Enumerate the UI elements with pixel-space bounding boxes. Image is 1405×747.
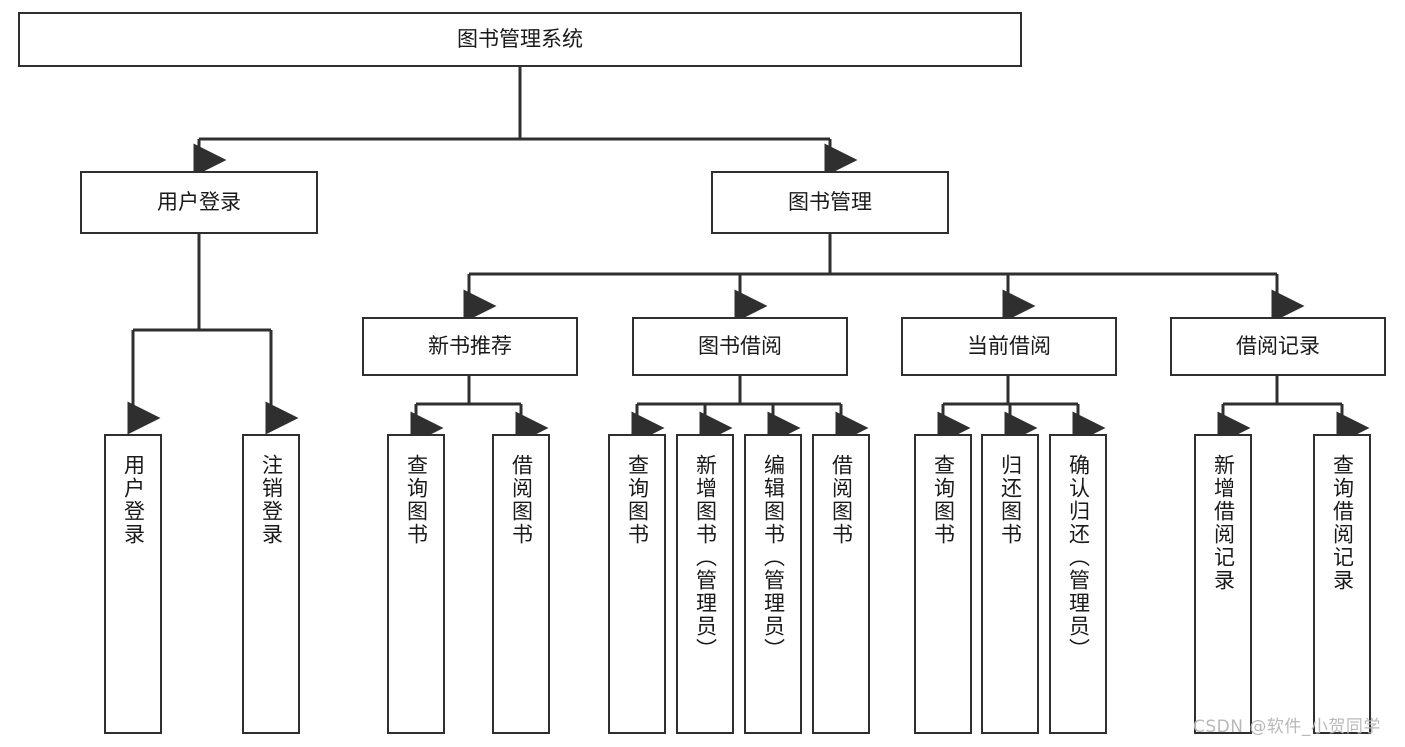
node-label: 查询图书	[404, 454, 429, 546]
node-label: 新增借阅记录	[1211, 454, 1236, 592]
node-label: 查询借阅记录	[1330, 454, 1355, 592]
csdn-watermark: CSDN @软件_小贺同学	[1193, 717, 1381, 737]
node-user-login[interactable]: 用户登录	[80, 171, 318, 234]
leaf-add-book-admin[interactable]: 新增图书（管理员）	[676, 434, 734, 734]
node-root-book-management-system[interactable]: 图书管理系统	[18, 12, 1022, 67]
node-label: 新增图书（管理员）	[693, 454, 718, 661]
node-label: 借阅记录	[1236, 334, 1320, 359]
node-label: 借阅图书	[829, 454, 854, 546]
node-label: 用户登录	[121, 454, 146, 546]
node-label: 确认归还（管理员）	[1066, 454, 1091, 661]
leaf-logout[interactable]: 注销登录	[242, 434, 300, 734]
node-label: 新书推荐	[428, 334, 512, 359]
node-label: 图书管理	[788, 190, 872, 215]
leaf-query-book-borrow[interactable]: 查询图书	[608, 434, 666, 734]
leaf-borrow-book[interactable]: 借阅图书	[812, 434, 870, 734]
node-label: 图书借阅	[698, 334, 782, 359]
leaf-confirm-return-admin[interactable]: 确认归还（管理员）	[1049, 434, 1107, 734]
leaf-user-login[interactable]: 用户登录	[104, 434, 162, 734]
node-label: 查询图书	[625, 454, 650, 546]
leaf-query-book-current[interactable]: 查询图书	[914, 434, 972, 734]
node-current-borrow[interactable]: 当前借阅	[901, 317, 1117, 376]
node-label: 借阅图书	[509, 454, 534, 546]
node-label: 查询图书	[931, 454, 956, 546]
node-label: 用户登录	[157, 190, 241, 215]
node-book-management[interactable]: 图书管理	[711, 171, 949, 234]
node-label: 图书管理系统	[457, 27, 583, 52]
leaf-query-book-recommend[interactable]: 查询图书	[387, 434, 445, 734]
leaf-query-borrow-record[interactable]: 查询借阅记录	[1313, 434, 1371, 734]
leaf-edit-book-admin[interactable]: 编辑图书（管理员）	[744, 434, 802, 734]
leaf-add-borrow-record[interactable]: 新增借阅记录	[1194, 434, 1252, 734]
node-book-borrow[interactable]: 图书借阅	[632, 317, 848, 376]
node-label: 注销登录	[259, 454, 284, 546]
node-label: 当前借阅	[967, 334, 1051, 359]
leaf-return-book[interactable]: 归还图书	[981, 434, 1039, 734]
leaf-borrow-book-recommend[interactable]: 借阅图书	[492, 434, 550, 734]
node-new-book-recommend[interactable]: 新书推荐	[362, 317, 578, 376]
node-borrow-records[interactable]: 借阅记录	[1170, 317, 1386, 376]
node-label: 归还图书	[998, 454, 1023, 546]
node-label: 编辑图书（管理员）	[761, 454, 786, 661]
